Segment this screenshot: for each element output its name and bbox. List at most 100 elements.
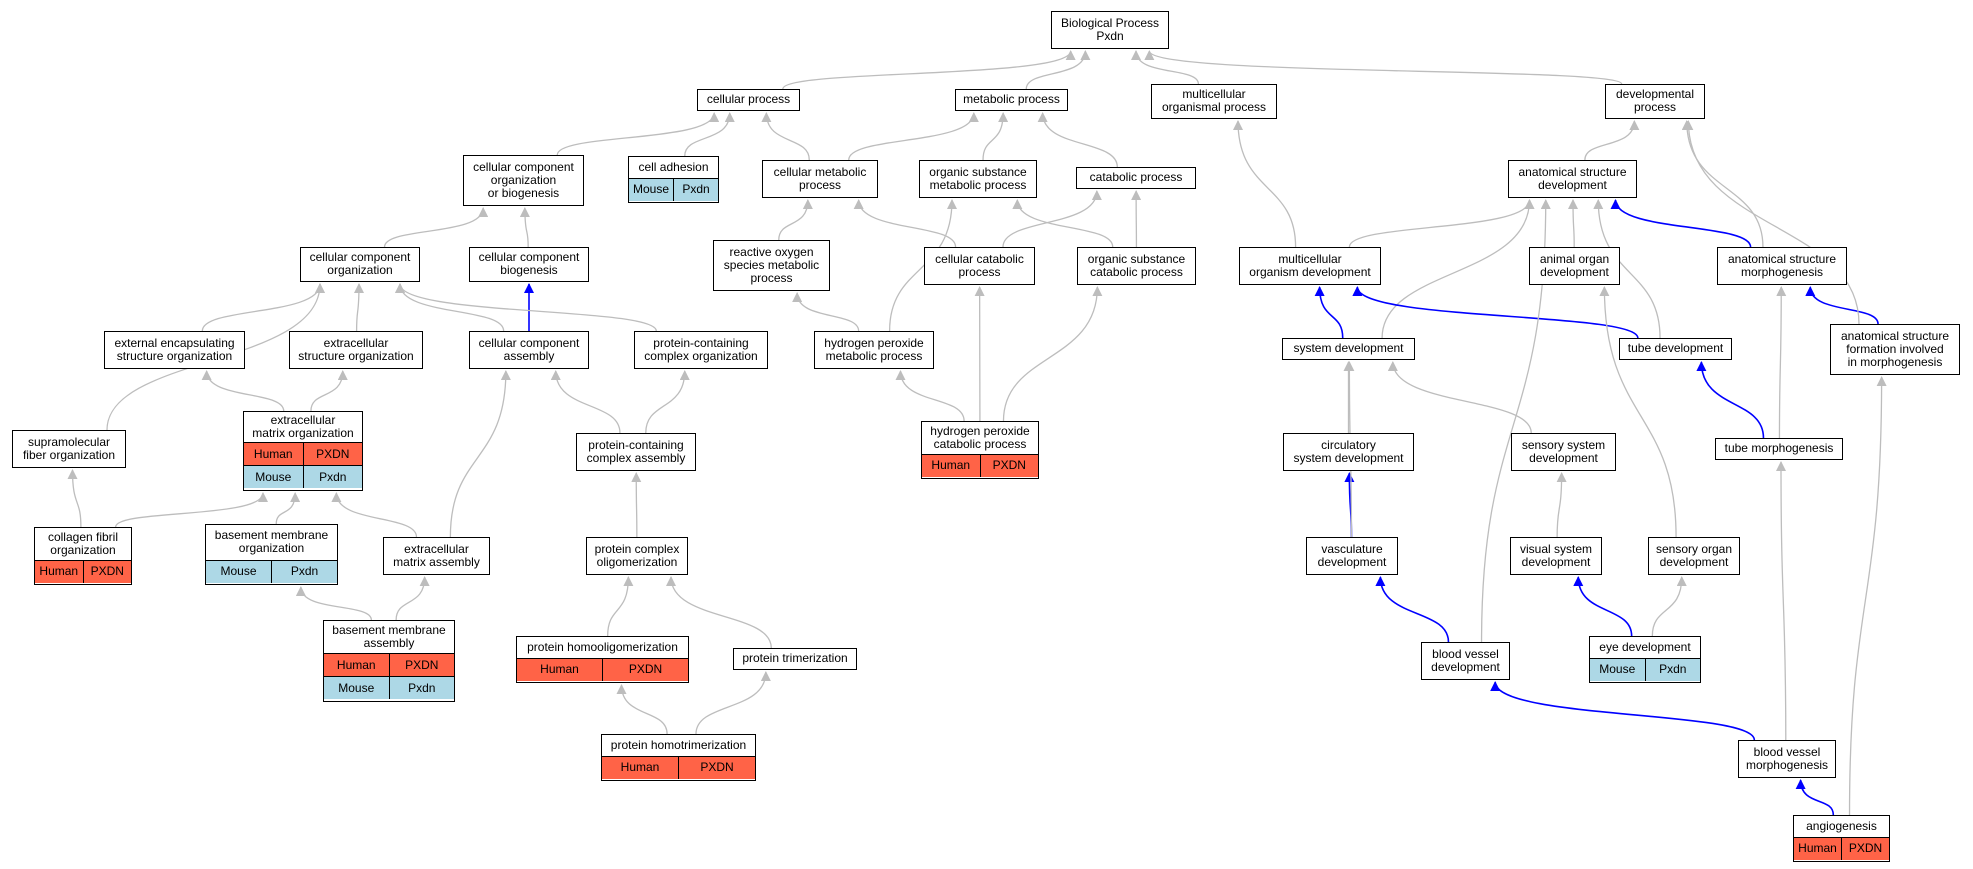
edge-cell-adhesion-to-cellular-process	[684, 112, 735, 157]
edge-animal-organ-development-to-anatomical-structure-development	[1568, 199, 1579, 248]
go-term-cc-organization[interactable]: cellular component organization	[300, 247, 420, 282]
go-term-label: collagen fibril organization	[47, 529, 119, 557]
edge-developmental-process-to-bp	[1144, 50, 1623, 85]
species-cell: Human	[39, 564, 79, 578]
go-term-system-development[interactable]: system development	[1282, 338, 1415, 360]
go-term-protein-trimerization[interactable]: protein trimerization	[733, 648, 857, 670]
go-term-blood-vessel-development[interactable]: blood vessel development	[1421, 642, 1510, 680]
go-term-tube-morphogenesis[interactable]: tube morphogenesis	[1715, 438, 1843, 460]
go-term-cellular-catabolic[interactable]: cellular catabolic process	[924, 247, 1035, 285]
go-term-label: protein homotrimerization	[610, 737, 747, 752]
species-cell: Human	[253, 446, 293, 461]
go-term-label: hydrogen peroxide catabolic process	[930, 423, 1030, 451]
edge-collagen-fibril-org-to-ecm-organization	[115, 492, 268, 528]
go-term-label: sensory organ development	[1655, 541, 1733, 569]
edge-cellular-catabolic-to-cellular-metabolic-process	[853, 199, 957, 248]
go-term-external-encapsulating[interactable]: external encapsulating structure organiz…	[104, 331, 245, 369]
go-term-label: cellular metabolic process	[773, 164, 867, 192]
go-term-cc-assembly[interactable]: cellular component assembly	[469, 331, 589, 369]
go-term-label: protein homooligomerization	[527, 639, 678, 654]
species-cell: Human	[336, 657, 376, 672]
edge-ros-metabolic-to-cellular-metabolic-process	[778, 199, 813, 241]
go-term-label: external encapsulating structure organiz…	[114, 335, 235, 363]
go-term-ecm-assembly[interactable]: extracellular matrix assembly	[383, 537, 490, 575]
edge-angiogenesis-to-blood-vessel-morphogenesis	[1795, 779, 1835, 816]
go-term-cellular-process[interactable]: cellular process	[697, 89, 800, 111]
go-term-catabolic-process[interactable]: catabolic process	[1076, 167, 1196, 189]
gene-cell: PXDN	[678, 756, 755, 779]
go-term-organic-substance-metabolic[interactable]: organic substance metabolic process	[919, 160, 1037, 198]
go-term-protein-complex-oligomerization[interactable]: protein complex oligomerization	[586, 537, 688, 575]
edge-h2o2-metabolic-to-organic-substance-metabolic	[888, 199, 957, 332]
go-term-label: circulatory system development	[1293, 437, 1404, 465]
go-term-protein-containing-complex-assembly[interactable]: protein-containing complex assembly	[576, 433, 696, 471]
edge-organic-substance-metabolic-to-metabolic-process	[982, 112, 1009, 161]
go-term-ros-metabolic[interactable]: reactive oxygen species metabolic proces…	[713, 240, 830, 291]
go-term-label: cellular catabolic process	[935, 251, 1024, 279]
edge-tube-morphogenesis-to-tube-development	[1696, 361, 1765, 439]
edge-ecm-organization-to-extracellular-structure-org	[310, 370, 348, 412]
go-term-label: anatomical structure formation involved …	[1840, 328, 1950, 369]
go-term-h2o2-metabolic[interactable]: hydrogen peroxide metabolic process	[814, 331, 934, 369]
go-term-developmental-process[interactable]: developmental process	[1605, 84, 1705, 119]
gene-cell: PXDN	[602, 658, 688, 681]
go-term-blood-vessel-morphogenesis[interactable]: blood vessel morphogenesis	[1738, 740, 1836, 778]
edge-extracellular-structure-org-to-cc-organization	[353, 283, 364, 332]
go-term-metabolic-process[interactable]: metabolic process	[955, 89, 1068, 111]
species-cell: Mouse	[632, 182, 670, 196]
edge-ecm-organization-to-external-encapsulating	[201, 370, 285, 412]
go-term-multicellular-organism-development[interactable]: multicellular organism development	[1239, 247, 1381, 285]
go-term-cc-org-biogenesis[interactable]: cellular component organization or bioge…	[463, 155, 584, 206]
go-term-bp[interactable]: Biological Process Pxdn	[1051, 11, 1169, 49]
edge-h2o2-catabolic-to-h2o2-metabolic	[895, 370, 965, 422]
edge-basement-membrane-org-to-ecm-organization	[275, 492, 301, 525]
species-cell: Human	[931, 458, 971, 472]
edge-blood-vessel-morphogenesis-to-blood-vessel-development	[1490, 681, 1756, 741]
go-term-cc-biogenesis[interactable]: cellular component biogenesis	[469, 247, 589, 282]
go-term-tube-development[interactable]: tube development	[1619, 338, 1732, 360]
go-term-extracellular-structure-org[interactable]: extracellular structure organization	[289, 331, 423, 369]
go-term-label: cellular process	[706, 92, 791, 106]
edge-cellular-metabolic-process-to-cellular-process	[761, 112, 810, 161]
go-term-circulatory-system-development[interactable]: circulatory system development	[1283, 433, 1414, 471]
go-term-label: anatomical structure morphogenesis	[1727, 251, 1837, 279]
edge-asf-morphogenesis-to-developmental-process	[1683, 120, 1860, 325]
go-term-multicellular-organismal-process[interactable]: multicellular organismal process	[1151, 84, 1277, 119]
go-term-label: cellular component organization or bioge…	[473, 159, 574, 200]
edge-multicellular-organism-development-to-multicellular-organismal-process	[1233, 120, 1297, 248]
edge-cellular-process-to-bp	[782, 50, 1076, 90]
go-term-label: hydrogen peroxide metabolic process	[824, 335, 924, 363]
go-term-cellular-metabolic-process[interactable]: cellular metabolic process	[762, 160, 878, 198]
go-term-anatomical-structure-development[interactable]: anatomical structure development	[1508, 160, 1637, 198]
go-term-sensory-organ-development[interactable]: sensory organ development	[1648, 537, 1740, 575]
go-term-label: visual system development	[1519, 541, 1593, 569]
go-term-label: system development	[1293, 341, 1404, 355]
go-term-visual-system-development[interactable]: visual system development	[1510, 537, 1602, 575]
edge-ecm-assembly-to-ecm-organization	[331, 492, 418, 538]
go-term-protein-containing-complex-org[interactable]: protein-containing complex organization	[634, 331, 768, 369]
go-term-sensory-system-development[interactable]: sensory system development	[1511, 433, 1616, 471]
go-term-anatomical-structure-morphogenesis[interactable]: anatomical structure morphogenesis	[1717, 247, 1847, 285]
edge-protein-homotrimerization-to-protein-homooligomerization	[616, 684, 668, 735]
go-term-animal-organ-development[interactable]: animal organ development	[1529, 247, 1620, 285]
go-term-vasculature-development[interactable]: vasculature development	[1306, 537, 1398, 575]
go-term-asf-morphogenesis[interactable]: anatomical structure formation involved …	[1830, 324, 1960, 375]
go-term-supramolecular-fiber-org[interactable]: supramolecular fiber organization	[12, 430, 126, 468]
go-term-organic-substance-catabolic[interactable]: organic substance catabolic process	[1077, 247, 1196, 285]
gene-cell: Pxdn	[388, 677, 455, 699]
